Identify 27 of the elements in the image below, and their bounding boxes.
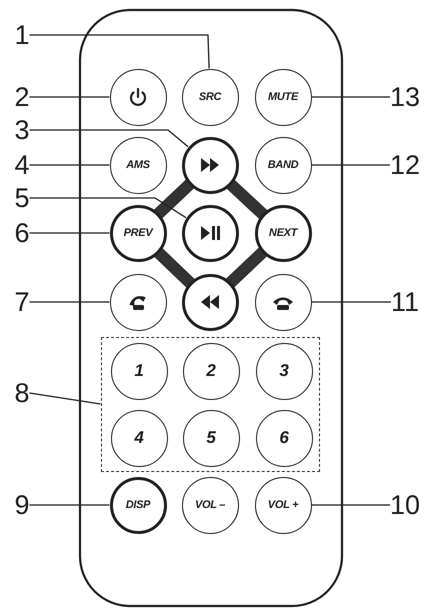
leader-line (30, 301, 110, 303)
callout-number: 8 (14, 379, 30, 407)
leader-line (30, 504, 110, 506)
leader-line (30, 232, 110, 234)
callout-number: 10 (390, 491, 420, 519)
callout-number: 9 (14, 491, 30, 519)
callout-number: 2 (14, 83, 30, 111)
leader-line (30, 197, 186, 218)
callout-number: 7 (14, 288, 30, 316)
leader-line (29, 392, 101, 405)
leader-line (30, 164, 110, 166)
leader-line (312, 164, 390, 166)
keypad-frame (100, 336, 320, 472)
leader-line (30, 34, 210, 69)
callout-number: 12 (390, 151, 420, 179)
callout-number: 5 (14, 184, 30, 212)
leader-line (30, 129, 189, 148)
callout-number: 4 (14, 151, 30, 179)
leader-line (312, 96, 390, 98)
callout-number: 1 (14, 21, 30, 49)
callout-number: 3 (14, 116, 30, 144)
leader-line (312, 504, 390, 506)
callout-number: 13 (390, 83, 420, 111)
leader-line (30, 96, 110, 98)
callout-number: 11 (390, 288, 420, 316)
callout-number: 6 (14, 219, 30, 247)
leader-line (312, 301, 391, 303)
